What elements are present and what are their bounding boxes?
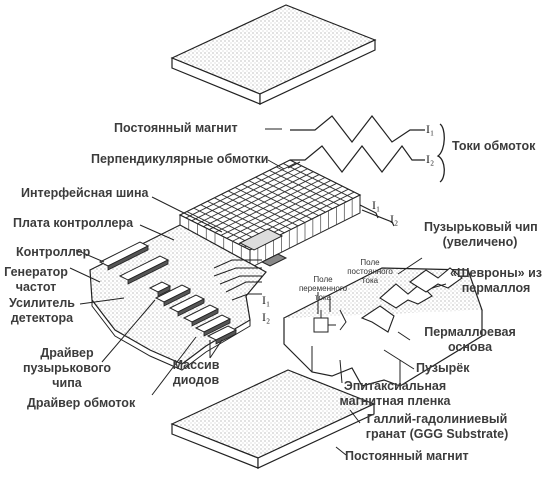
drawing-stroke: [220, 180, 332, 236]
label-top-magnet: Постоянный магнит: [114, 121, 238, 135]
coil-lead-i2-label: I₂: [390, 212, 399, 226]
top-magnet-plate: [170, 4, 377, 105]
ggg-line-2: гранат (GGG Substrate): [365, 427, 509, 441]
dc-field-line-2: постоянного: [347, 267, 393, 276]
drawing-stroke: [197, 168, 308, 225]
board-chip-side: [127, 259, 169, 285]
label-controller: Контроллер: [16, 245, 91, 259]
label-bubble-chip: Пузырьковый чип (увеличено): [424, 220, 538, 250]
chevrons-line-1: «Шевроны» из: [450, 266, 542, 280]
controller-board: [89, 224, 267, 371]
label-coil-driver: Драйвер обмоток: [27, 396, 136, 410]
bubble-driver-line-2: пузырькового: [22, 361, 112, 375]
board-chip-side: [163, 288, 191, 307]
leader-lines: [69, 128, 447, 456]
bubble-driver-line-1: Драйвер: [40, 346, 94, 360]
label-dc-field: Поле постоянного тока: [342, 258, 398, 285]
det-amp-line-2: детектора: [10, 311, 74, 325]
permalloy-base-line-1: Пермаллоевая: [424, 325, 516, 339]
epi-film-line-2: магнитная пленка: [339, 394, 451, 408]
diode-array-line-1: Массив: [172, 358, 220, 372]
drawing-stroke: [185, 162, 297, 219]
label-bottom-magnet: Постоянный магнит: [345, 449, 469, 463]
coil-lead-i1-label: I₁: [372, 198, 381, 212]
label-bubble-chip-driver: Драйвер пузырькового чипа: [22, 346, 112, 391]
label-diode-array: Массив диодов: [166, 358, 226, 388]
drawing-stroke: [214, 177, 326, 233]
label-epitaxial-film: Эпитаксиальная магнитная пленка: [336, 379, 454, 409]
coil-current-waveforms: [290, 115, 445, 183]
board-chip-side: [191, 308, 219, 327]
label-ggg-substrate: Галлий-гадолиниевый гранат (GGG Substrat…: [362, 412, 512, 442]
bottom-magnet-plate: [170, 369, 376, 469]
ac-field-line-2: переменного: [298, 284, 348, 293]
board-chip-side: [157, 285, 171, 297]
drawing-stroke: [208, 174, 320, 230]
bubble-chip-enlarged: [282, 267, 483, 387]
freq-gen-line-1: Генератор: [4, 265, 68, 279]
label-permalloy-chevrons: «Шевроны» из пермаллоя: [446, 266, 546, 296]
board-chip-side: [215, 329, 237, 345]
waveform-i1-label: I₁: [426, 122, 435, 136]
label-perpendicular-coils: Перпендикулярные обмотки: [91, 152, 269, 166]
drawing-stroke: [226, 182, 337, 239]
label-controller-board: Плата контроллера: [13, 216, 134, 230]
label-ac-field: Поле переменного тока: [298, 275, 348, 302]
dc-field-line-1: Поле: [360, 258, 380, 267]
ggg-line-1: Галлий-гадолиниевый: [366, 412, 508, 426]
board-lead-i1-label: I₁: [262, 293, 271, 307]
diode-array-line-2: диодов: [172, 373, 220, 387]
bubble-chip-line-2: (увеличено): [442, 235, 518, 249]
bubble-driver-line-3: чипа: [52, 376, 82, 390]
label-permalloy-base: Пермаллоевая основа: [420, 325, 520, 355]
dc-field-line-3: тока: [361, 276, 379, 285]
bubble-chip-line-1: Пузырьковый чип: [424, 220, 538, 234]
ac-field-line-1: Поле: [313, 275, 333, 284]
chevrons-line-2: пермаллоя: [461, 281, 531, 295]
label-interface-bus: Интерфейсная шина: [21, 186, 149, 200]
board-chip-side: [203, 318, 231, 337]
perpendicular-coils: [178, 159, 395, 269]
waveform-i2-label: I₂: [426, 152, 435, 166]
label-frequency-generator: Генератор частот: [2, 265, 70, 295]
board-lead-i2-label: I₂: [262, 310, 271, 324]
freq-gen-line-2: частот: [15, 280, 57, 294]
drawing-stroke: [203, 171, 314, 228]
drawing-stroke: [191, 165, 302, 222]
drawing-stroke: [232, 185, 343, 242]
label-coil-currents: Токи обмоток: [452, 139, 536, 153]
permalloy-base-line-2: основа: [447, 340, 493, 354]
ac-field-line-3: тока: [314, 293, 332, 302]
det-amp-line-1: Усилитель: [9, 296, 75, 310]
board-chip-side: [177, 298, 205, 317]
board-chip-side: [107, 245, 149, 271]
epi-film-line-1: Эпитаксиальная: [343, 379, 447, 393]
label-bubble: Пузырёк: [416, 361, 470, 375]
label-detector-amplifier: Усилитель детектора: [4, 296, 80, 326]
